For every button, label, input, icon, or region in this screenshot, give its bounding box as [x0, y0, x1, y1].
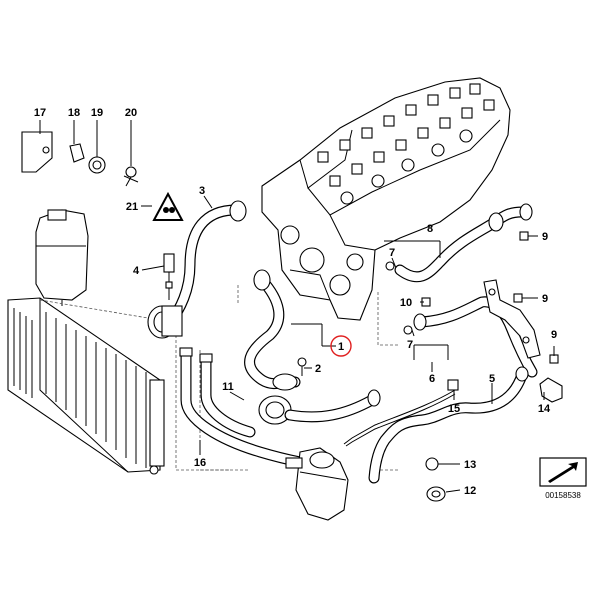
temperature-sensor: [163, 253, 175, 300]
callout-4: 4: [133, 265, 140, 277]
callout-18: 18: [68, 107, 80, 119]
arrow-next-icon: [539, 457, 587, 487]
callout-6: 6: [429, 373, 435, 385]
expansion-tank: [35, 209, 89, 306]
callout-3: 3: [199, 185, 205, 197]
callout-numbers: 17 18 19 20 21 3 4 2 1 11 16 8 7 9 9 10 …: [34, 107, 557, 497]
callout-2: 2: [315, 363, 321, 375]
callout-9-upper: 9: [542, 231, 548, 243]
hose-11: [284, 389, 381, 423]
hose-clip-14: [539, 377, 563, 403]
callout-10: 10: [400, 297, 412, 309]
callout-16: 16: [194, 457, 206, 469]
callout-17: 17: [34, 107, 46, 119]
camshaft-cover: [317, 83, 495, 205]
warning-triangle-icon: [152, 191, 184, 221]
radiator: [7, 297, 165, 475]
callout-15: 15: [448, 403, 460, 415]
callout-9-lower: 9: [551, 329, 557, 341]
callout-11: 11: [222, 381, 234, 393]
callout-7-lower: 7: [407, 339, 413, 351]
callout-12: 12: [464, 485, 476, 497]
hose-1: [244, 269, 301, 390]
small-parts: [21, 131, 559, 502]
callout-13: 13: [464, 459, 476, 471]
callout-8: 8: [427, 223, 433, 235]
engine-block: [261, 77, 511, 321]
thermostat-housing: [147, 305, 183, 339]
callout-1-highlight-ring: [330, 335, 352, 357]
hose-bracket: [483, 279, 541, 359]
leader-lines: [39, 120, 555, 493]
callout-9-middle: 9: [542, 293, 548, 305]
hose-8: [394, 203, 533, 283]
callout-20: 20: [125, 107, 137, 119]
callout-21: 21: [126, 201, 138, 213]
callout-14: 14: [538, 403, 551, 415]
callout-5: 5: [489, 373, 495, 385]
hose-5: [368, 366, 529, 484]
electric-water-pump: [285, 447, 349, 521]
hose-support-15: [343, 379, 459, 447]
callout-19: 19: [91, 107, 103, 119]
callout-7-upper: 7: [389, 247, 395, 259]
reference-number: 00158538: [545, 491, 581, 500]
callout-1: 1: [338, 341, 344, 353]
